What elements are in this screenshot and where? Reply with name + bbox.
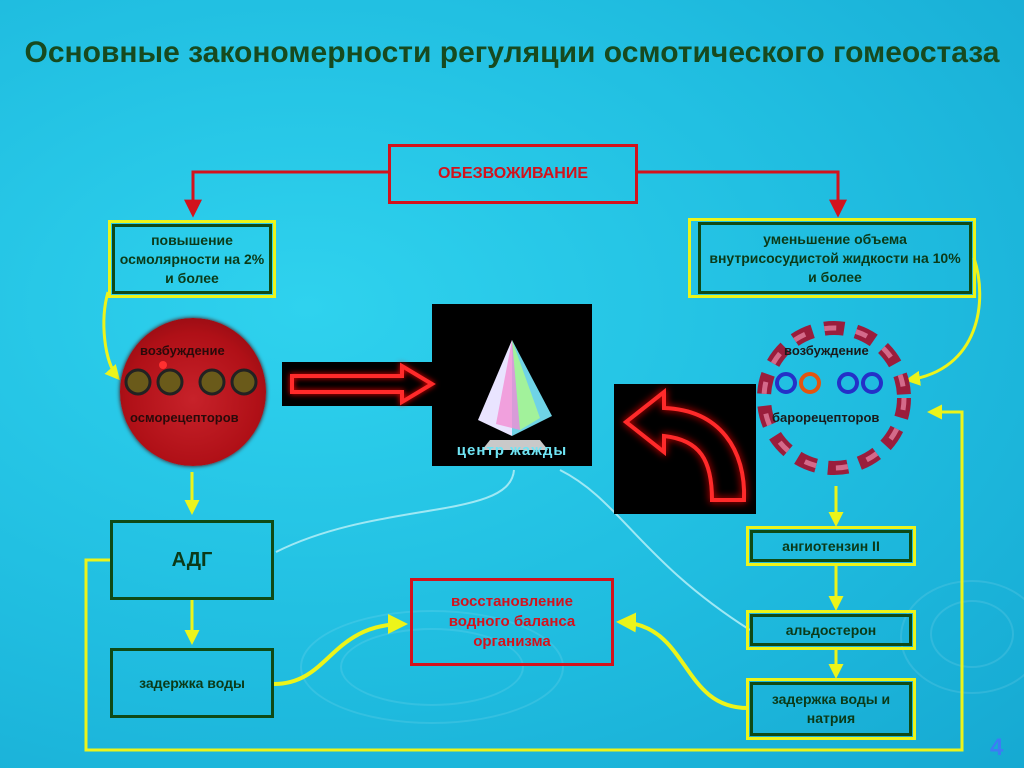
page-number: 4 — [990, 734, 1004, 761]
arrow-dehydration-to-volume — [638, 170, 847, 218]
arrow-volume-to-baroreceptors — [905, 257, 982, 386]
arrow-osmolarity-to-receptors — [102, 291, 120, 381]
volume-box: уменьшение объема внутрисосудистой жидко… — [698, 222, 972, 294]
arrow-retention-to-restore — [616, 612, 749, 710]
water-ripple — [930, 600, 1014, 668]
angiotensin-frame — [746, 526, 916, 566]
baroreceptors-label: барорецепторов — [772, 410, 880, 425]
water-sodium-frame — [746, 678, 916, 740]
receptor-cell-icon — [124, 361, 258, 396]
osmoreceptors-label: осморецепторов — [130, 410, 239, 425]
slide-title: Основные закономерности регуляции осмоти… — [24, 36, 1000, 69]
osmolarity-box: повышение осмолярности на 2% и более — [112, 224, 272, 294]
thirst-to-adh-curve — [275, 469, 515, 553]
dehydration-box: ОБЕЗВОЖИВАНИЕ — [388, 144, 638, 204]
osmo-excitation-label: возбуждение — [140, 343, 225, 358]
osmolarity-frame — [108, 220, 276, 298]
water-ripple — [300, 610, 564, 724]
arrow-water-to-restore — [273, 614, 408, 686]
water-retention-box: задержка воды — [110, 648, 274, 718]
aldosterone-frame — [746, 610, 916, 650]
aldosterone-box: альдостерон — [750, 614, 912, 646]
adh-box: АДГ — [110, 520, 274, 600]
thirst-center-label: центр жажды — [456, 442, 568, 459]
restore-balance-box: восстановление водного баланса организма — [410, 578, 614, 666]
thirst-to-aldosterone-curve — [559, 469, 751, 631]
baro-excitation-label: возбуждение — [784, 343, 869, 358]
crystal-pyramid-icon — [478, 340, 552, 450]
volume-frame — [688, 218, 976, 298]
arrow-dehydration-to-osmolarity — [184, 170, 388, 218]
water-sodium-retention-box: задержка воды и натрия — [750, 682, 912, 736]
angiotensin-box: ангиотензин II — [750, 530, 912, 562]
receptor-cell-icon — [757, 321, 911, 475]
water-ripple — [340, 628, 524, 706]
feedback-loop — [84, 404, 964, 752]
